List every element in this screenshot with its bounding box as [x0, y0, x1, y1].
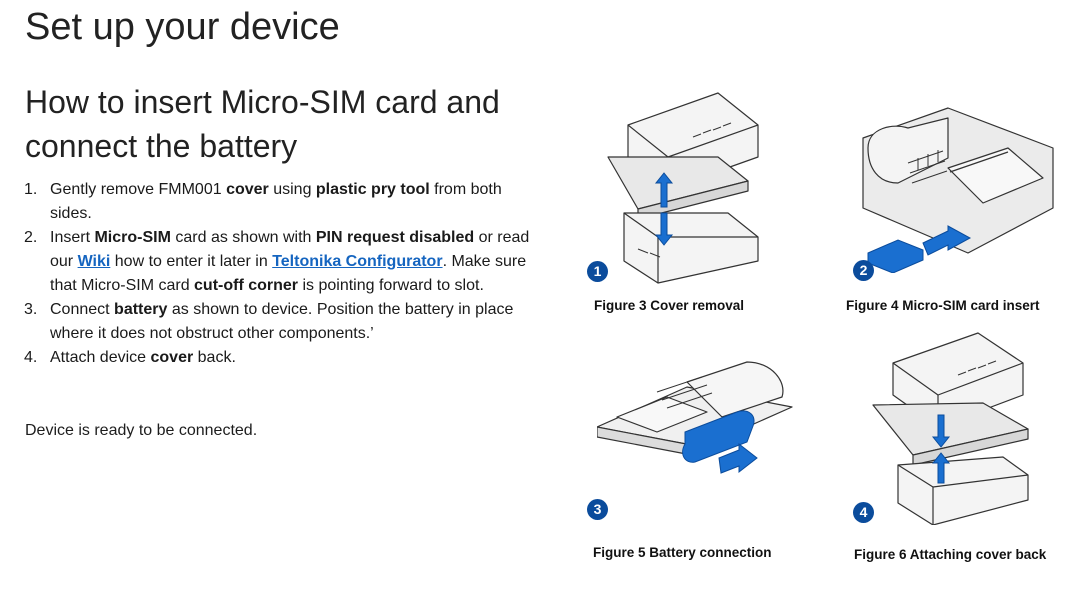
step-1: 1. Gently remove FMM001 cover using plast… — [24, 178, 534, 226]
figure-badge: 2 — [853, 260, 874, 281]
emphasis-text: Micro-SIM — [94, 229, 171, 246]
step-text-run: from both sides. — [50, 181, 502, 222]
emphasis-text: battery — [114, 301, 168, 318]
battery-connection-illustration — [597, 361, 793, 474]
teltonika-configurator-link[interactable]: Teltonika Configurator — [272, 253, 443, 270]
instruction-steps: 1. Gently remove FMM001 cover using plast… — [24, 178, 534, 370]
sim-insert-illustration — [862, 107, 1054, 273]
step-text-run: Insert — [50, 229, 95, 246]
step-text: Insert Micro-SIM card as shown with PIN … — [50, 229, 529, 294]
cover-removal-illustration — [607, 92, 759, 284]
step-4: 4. Attach device cover back. — [24, 346, 534, 370]
figure-caption: Figure 5 Battery connection — [593, 545, 772, 560]
figure-badge: 4 — [853, 502, 874, 523]
figure-battery-connection: 3 Figure 5 Battery connection — [587, 332, 797, 560]
section-title: How to insert Micro-SIM card and connect… — [25, 84, 500, 164]
figure-caption: Figure 4 Micro-SIM card insert — [846, 298, 1040, 313]
step-text-run: how to enter it later in — [110, 253, 273, 270]
step-2: 2. Insert Micro-SIM card as shown with PI… — [24, 226, 534, 298]
figure-caption: Figure 3 Cover removal — [594, 298, 745, 313]
figure-cover-attach: 4 Figure 6 Attaching cover back — [853, 325, 1046, 562]
step-number: 3. — [24, 301, 38, 318]
page-title: Set up your device — [25, 6, 340, 48]
step-text-run: using — [268, 181, 316, 198]
emphasis-text: cover — [226, 181, 269, 198]
step-text: Gently remove FMM001 cover using plastic… — [50, 181, 502, 222]
step-number: 2. — [24, 229, 38, 246]
step-text-run: as shown to device. Position the battery… — [50, 301, 514, 342]
step-text-run: . Make sure that Micro-SIM card — [50, 253, 527, 294]
figure-badge: 1 — [587, 261, 608, 282]
figure-sim-insert: 2 Figure 4 Micro-SIM card insert — [846, 88, 1058, 313]
figure-badge: 3 — [587, 499, 608, 520]
step-text-run: Attach device — [50, 349, 151, 366]
step-text-run: is pointing forward to slot. — [298, 277, 484, 294]
figure-caption: Figure 6 Attaching cover back — [854, 547, 1047, 562]
step-text-run: card as shown with — [170, 229, 316, 246]
figure-cover-removal: 1 Figure 3 Cover removal — [587, 85, 768, 313]
step-number: 4. — [24, 349, 38, 366]
step-text-run: back. — [193, 349, 236, 366]
step-text-run: Connect — [50, 301, 115, 318]
emphasis-text: plastic pry tool — [315, 181, 430, 198]
step-text: Connect battery as shown to device. Posi… — [50, 301, 513, 342]
step-text-run: Gently remove FMM001 — [50, 181, 227, 198]
ready-text: Device is ready to be connected. — [25, 422, 258, 439]
step-text-run: or read our — [50, 229, 530, 270]
cover-attach-illustration — [872, 332, 1029, 525]
step-text: Attach device cover back. — [50, 349, 236, 366]
step-number: 1. — [24, 181, 38, 198]
emphasis-text: cover — [150, 349, 194, 366]
emphasis-text: PIN request disabled — [315, 229, 475, 246]
emphasis-text: cut-off corner — [194, 277, 299, 294]
wiki-link[interactable]: Wiki — [77, 253, 111, 270]
step-3: 3. Connect battery as shown to device. Po… — [24, 298, 534, 346]
